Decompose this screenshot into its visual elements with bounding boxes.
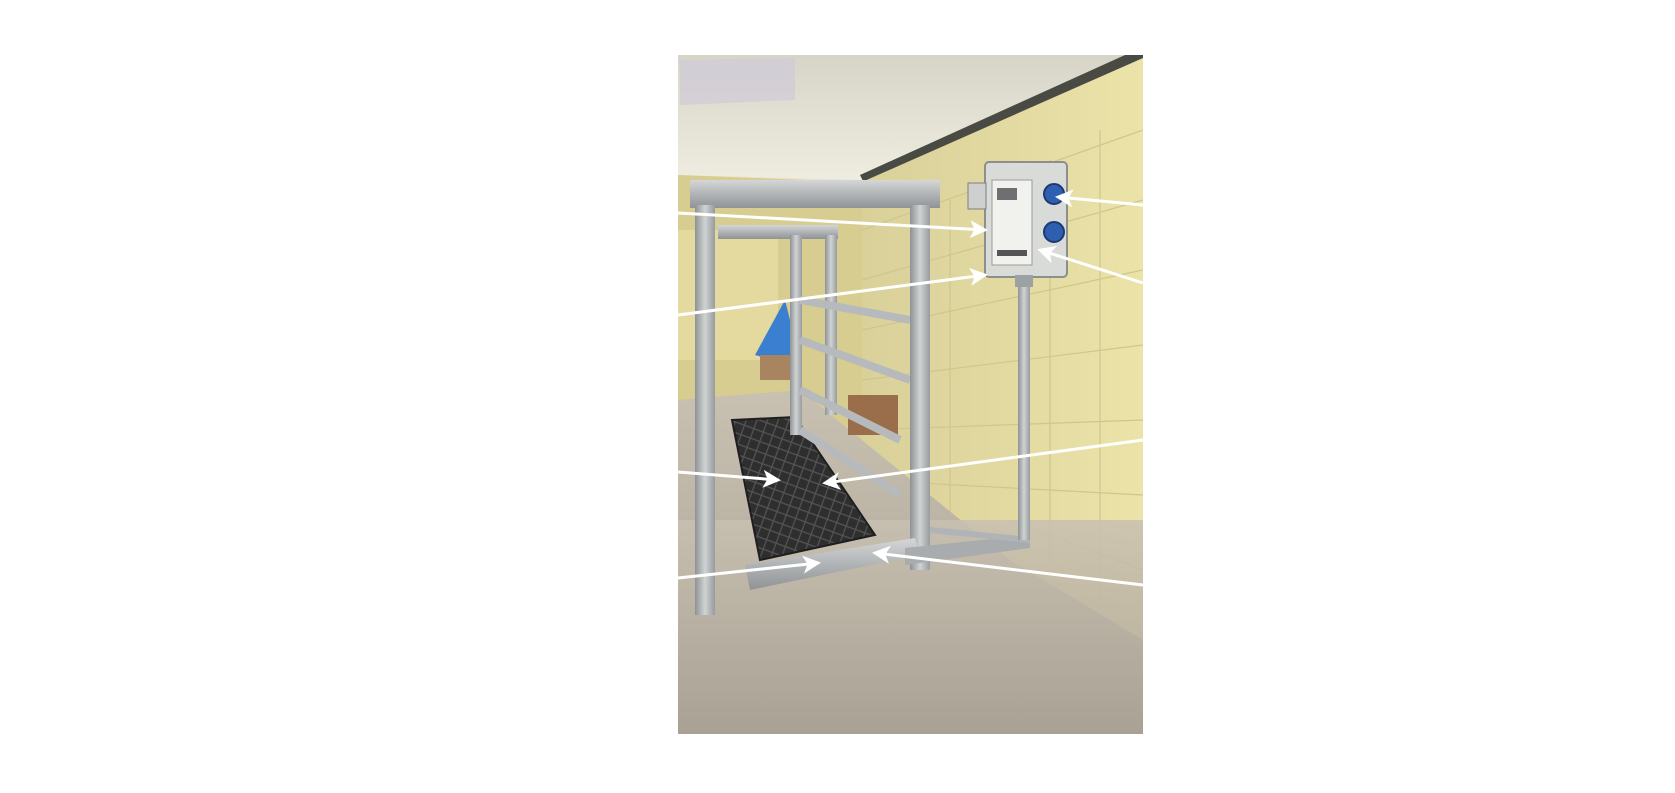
ceiling-light (680, 58, 795, 105)
photo (678, 55, 1143, 734)
frame-top-beam (690, 180, 940, 208)
corridor-opening (678, 230, 778, 360)
arrow-frame-base-right (872, 545, 1144, 587)
arrow-control-panel (677, 211, 988, 239)
arrow-bath-floor-left (677, 469, 781, 488)
near-frame (690, 180, 1031, 615)
arrow-pipe-fitting (677, 268, 988, 317)
frame-right-post (910, 205, 930, 570)
arrow-frame-base-left (677, 555, 821, 580)
frame-side-rail (905, 535, 1030, 565)
arrow-lower-right-socket (1037, 246, 1144, 285)
blue-socket-icon (1043, 183, 1065, 205)
blue-socket-icon (1043, 221, 1065, 243)
callout-arrows (677, 189, 1144, 587)
far-frame (718, 225, 912, 499)
frame-left-post (695, 205, 715, 615)
supply-pipe (1018, 275, 1030, 540)
arrow-bath-floor-right (822, 438, 1144, 490)
arrow-upper-right-socket (1055, 189, 1144, 208)
valve-icon (1015, 275, 1033, 287)
blue-tarp (755, 300, 795, 365)
footbath-tray (730, 415, 877, 562)
